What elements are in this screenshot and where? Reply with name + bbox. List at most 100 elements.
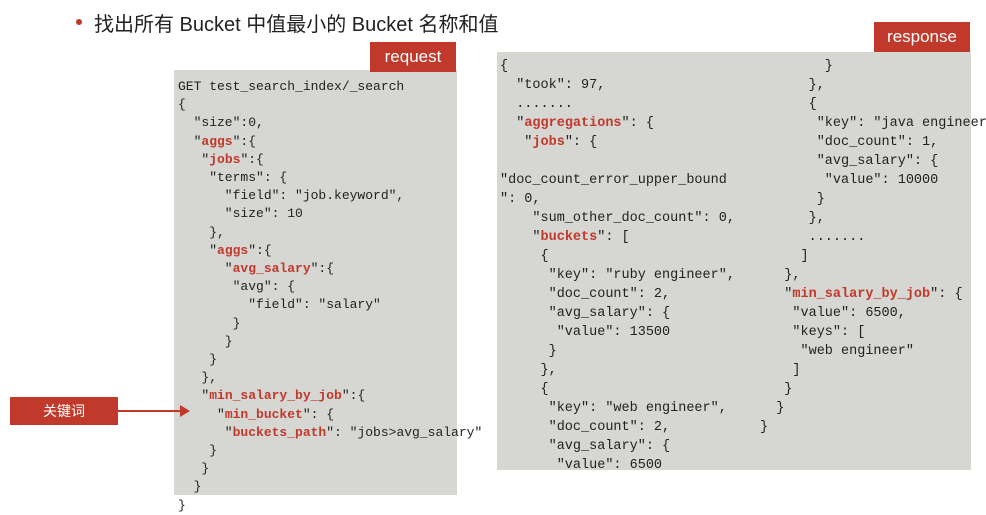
response-code-column-1: { "took": 97, ....... "aggregations": { … [500,57,735,475]
code-text: }, [760,78,825,93]
code-line: "aggregations": { [500,114,735,133]
response-code-column-2: } }, { "key": "java engineer", "doc_coun… [760,57,986,437]
code-line: "doc_count": 2, [500,285,735,304]
code-text: } [760,401,785,416]
code-text: } [178,479,202,495]
code-text: "keys": [ [760,325,866,340]
code-keyword: min_bucket [224,406,303,422]
code-line: "sum_other_doc_count": 0, [500,209,735,228]
code-text: ":{ [240,151,264,167]
code-text: ": "jobs>avg_salary" [326,424,483,440]
code-text: } [178,461,210,477]
code-line: "doc_count": 1, [760,133,986,152]
code-text: "value": 10000 [760,173,939,188]
code-text: { [178,97,186,113]
code-line: ....... [500,95,735,114]
code-line: } [178,315,482,333]
code-text: ":{ [248,242,272,258]
code-line: { [500,57,735,76]
code-text: "field": "job.keyword", [178,188,405,204]
code-text: "field": "salary" [178,297,381,313]
code-line: }, [178,369,482,387]
response-label: response [874,22,970,52]
code-text: " [178,261,233,277]
code-line: }, [500,361,735,380]
code-keyword: min_salary_by_job [209,388,342,404]
code-text: { [500,59,509,74]
code-keyword: jobs [209,151,241,167]
code-line: ": 0, [500,190,735,209]
code-text: "doc_count": 2, [500,420,671,435]
code-text: " [178,133,202,149]
bullet-icon [76,19,82,25]
code-text: "size": 10 [178,206,303,222]
code-line: "size": 10 [178,205,482,223]
code-text: ": { [302,406,335,422]
code-text: ": { [930,287,963,302]
code-line: "key": "java engineer", [760,114,986,133]
code-text: "avg": { [178,279,296,295]
code-line: ....... [760,228,986,247]
code-line: "avg_salary": { [500,304,735,323]
code-text: } [178,352,218,368]
code-line: ] [760,361,986,380]
code-text: " [178,388,210,404]
code-line: "avg_salary":{ [178,260,482,278]
code-text: ": { [564,135,598,150]
code-text: } [760,420,769,435]
code-text: " [500,230,541,245]
code-line: { [500,247,735,266]
code-line: "jobs": { [500,133,735,152]
code-line: "value": 10000 [760,171,986,190]
code-keyword: aggs [201,133,233,149]
code-text: " [178,424,233,440]
code-line: "field": "salary" [178,296,482,314]
code-text: } [178,497,186,513]
code-line: "min_salary_by_job":{ [178,387,482,405]
code-text: } [178,443,218,459]
code-text: }, [178,224,225,240]
code-line: "doc_count_error_upper_bound [500,171,735,190]
request-panel [174,70,457,495]
code-keyword: aggs [217,242,249,258]
code-text: } [500,344,557,359]
code-text: ":{ [341,388,366,404]
request-code: GET test_search_index/_search { "size":0,… [178,78,482,515]
code-line: "size":0, [178,114,482,132]
slide-title: 找出所有 Bucket 中值最小的 Bucket 名称和值 [94,13,499,36]
code-keyword: avg_salary [232,261,311,277]
request-label: request [370,42,456,72]
code-line: } [760,57,986,76]
code-line: "value": 6500 [500,456,735,475]
code-line: "jobs":{ [178,151,482,169]
code-line: "buckets": [ [500,228,735,247]
code-text: ....... [500,97,573,112]
code-text: ": 0, [500,192,541,207]
code-line: } [178,442,482,460]
code-line: "aggs":{ [178,133,482,151]
code-text: "doc_count": 1, [760,135,939,150]
code-line: "terms": { [178,169,482,187]
code-text: "value": 6500 [500,458,663,473]
code-line: }, [760,209,986,228]
code-text: " [178,151,210,167]
code-line: "doc_count": 2, [500,418,735,437]
code-text: "sum_other_doc_count": 0, [500,211,735,226]
code-line: } [500,342,735,361]
code-text: ":{ [310,261,335,277]
code-text: } [178,333,233,349]
code-line: } [178,333,482,351]
slide-title-row: 找出所有 Bucket 中值最小的 Bucket 名称和值 [76,10,499,36]
code-line [500,152,735,171]
code-line: { [500,380,735,399]
code-line: } [760,418,986,437]
code-text: GET test_search_index/_search [178,79,405,94]
code-text: }, [178,370,218,386]
code-line: "buckets_path": "jobs>avg_salary" [178,424,482,442]
code-line: "web engineer" [760,342,986,361]
code-line: "min_salary_by_job": { [760,285,986,304]
code-text: { [500,249,549,264]
code-text: "doc_count_error_upper_bound [500,173,727,188]
code-line: "key": "ruby engineer", [500,266,735,285]
code-line: "value": 13500 [500,323,735,342]
